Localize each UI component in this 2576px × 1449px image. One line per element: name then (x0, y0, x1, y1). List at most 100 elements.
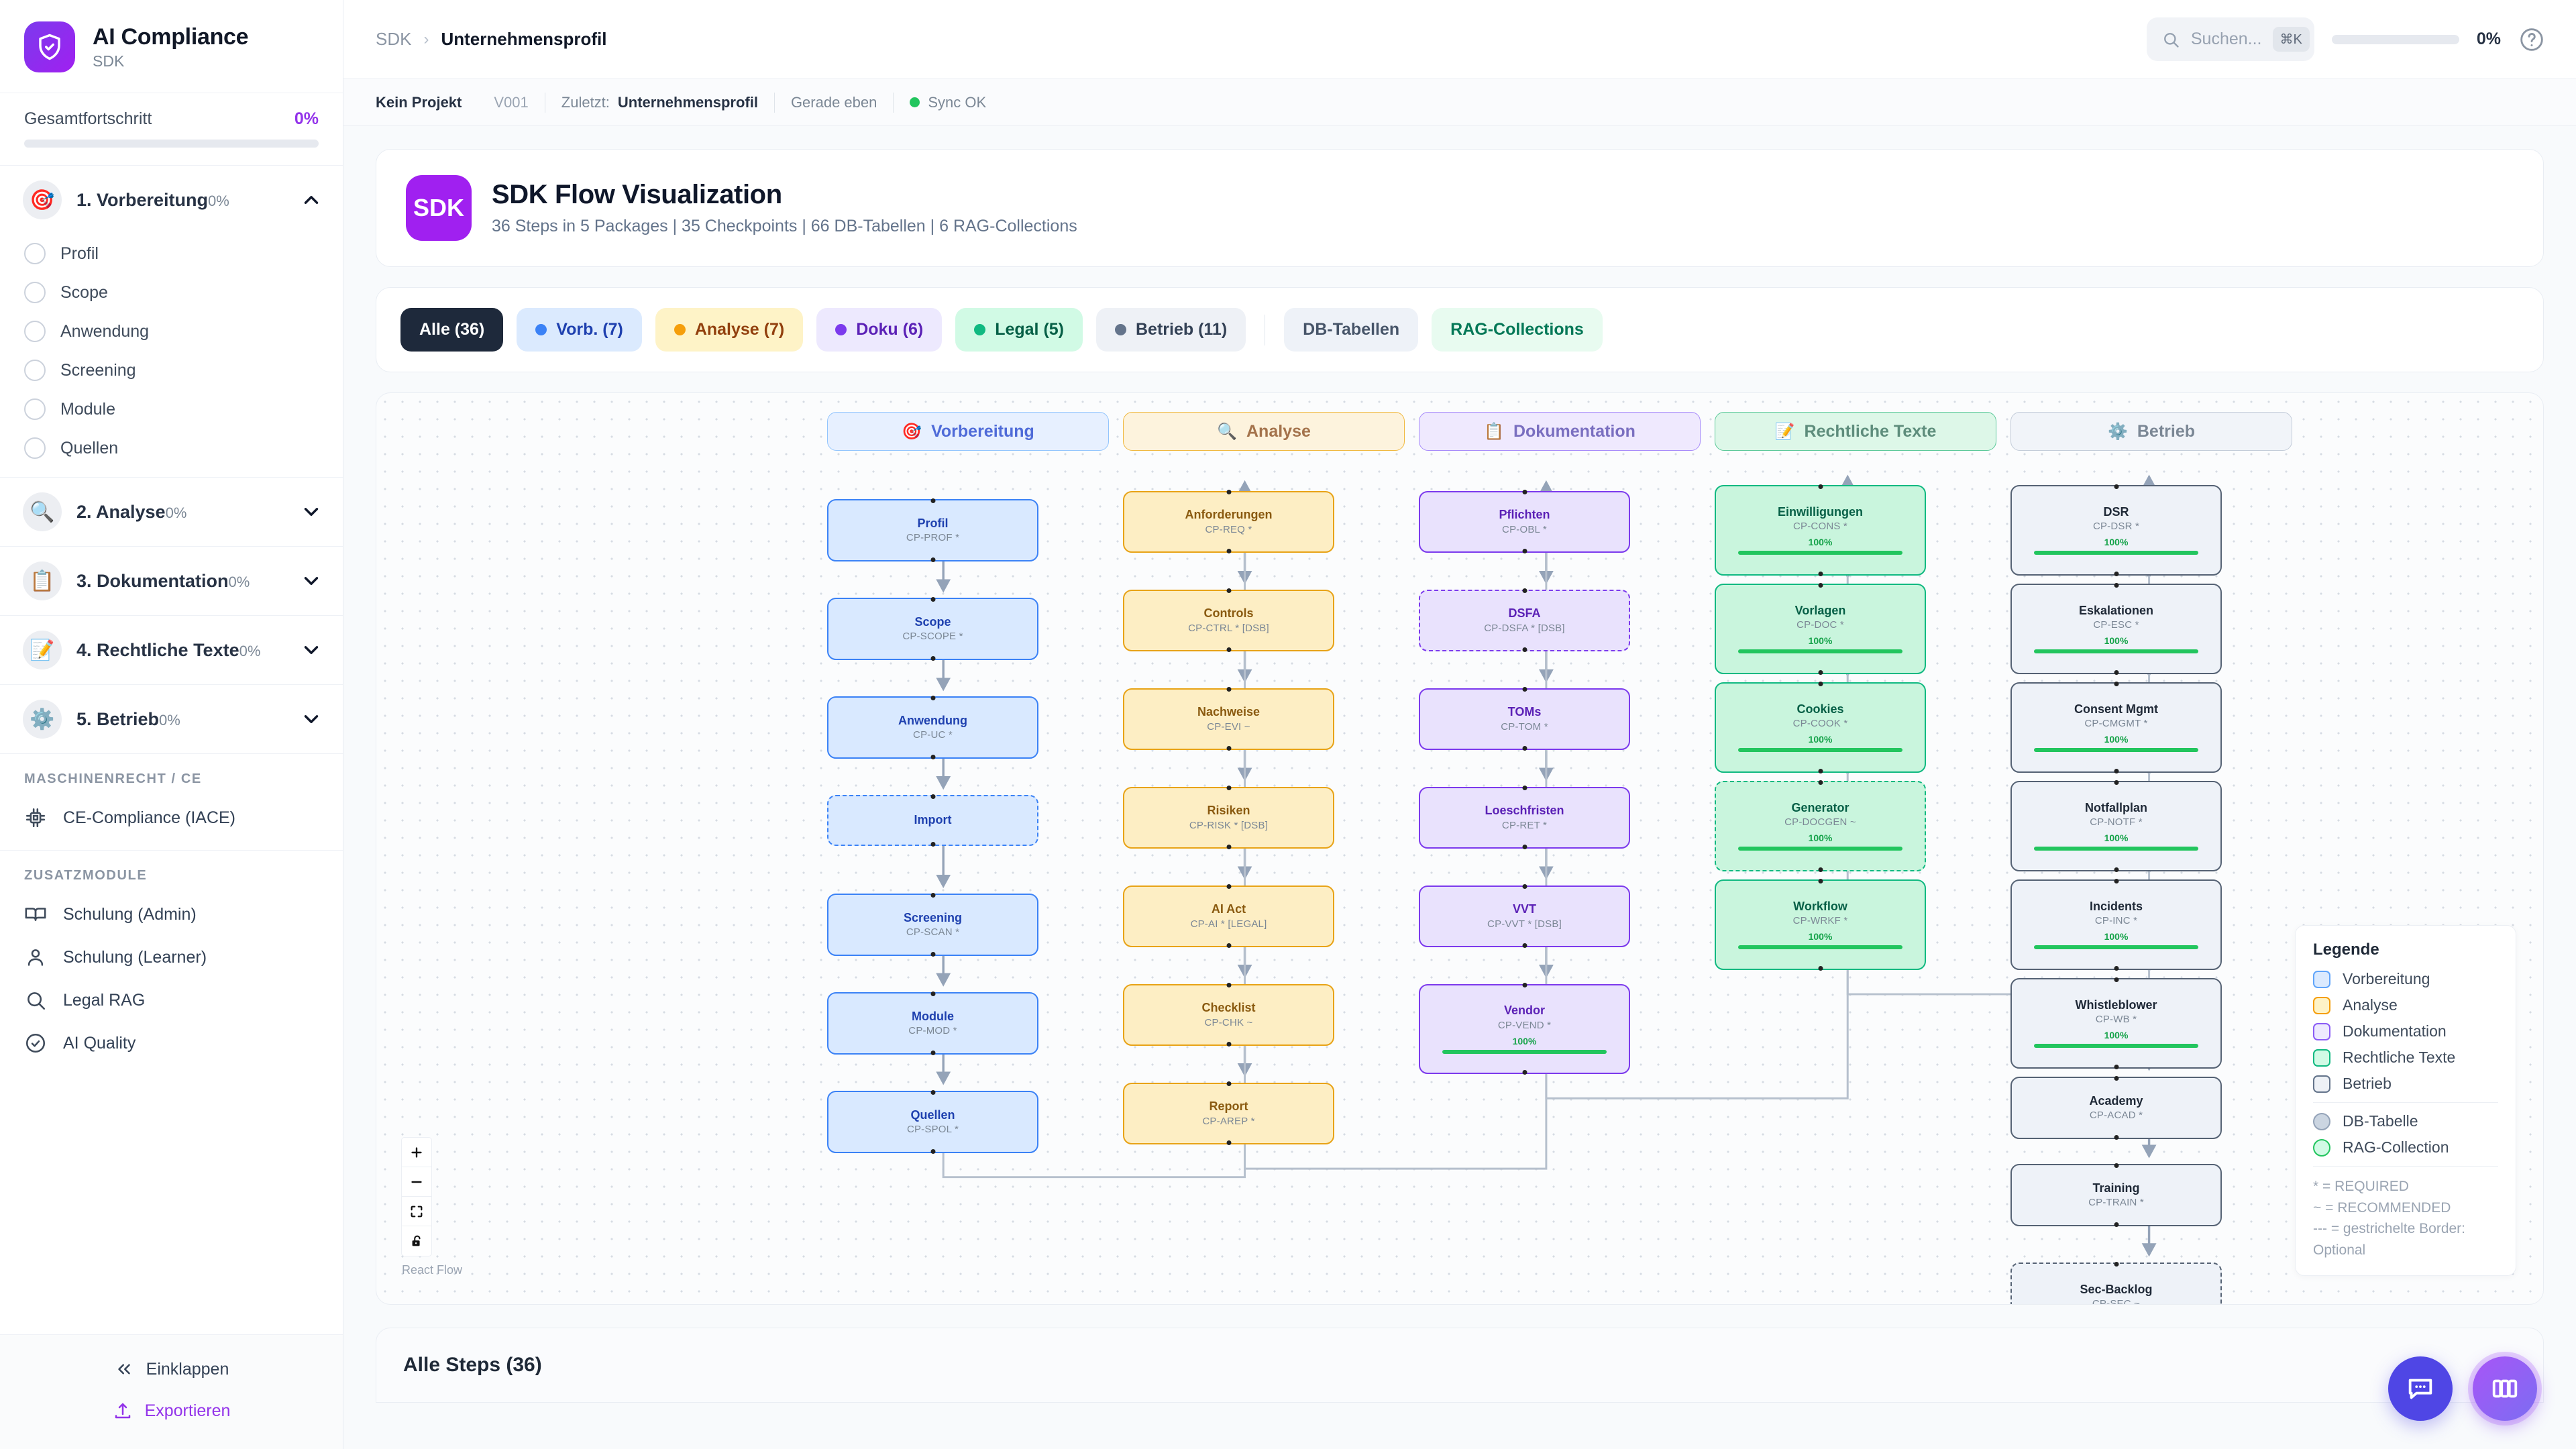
node-code: CP-DOCGEN ~ (1784, 816, 1856, 828)
phase-header[interactable]: ⚙️5. Betrieb0% (0, 685, 343, 753)
filter-chip-right-1[interactable]: RAG-Collections (1432, 308, 1603, 352)
flow-node[interactable]: EskalationenCP-ESC *100% (2010, 584, 2222, 674)
flow-node[interactable]: IncidentsCP-INC *100% (2010, 879, 2222, 969)
node-port-bottom (1522, 549, 1527, 553)
sidebar-item-screening[interactable]: Screening (0, 351, 343, 390)
node-progress-label: 100% (1809, 833, 1833, 843)
export-button[interactable]: Exportieren (0, 1390, 343, 1432)
phase-header[interactable]: 📝4. Rechtliche Texte0% (0, 616, 343, 684)
chat-fab[interactable] (2388, 1356, 2453, 1421)
flow-node[interactable]: ScreeningCP-SCAN * (827, 894, 1038, 955)
flow-node[interactable]: LoeschfristenCP-RET * (1419, 787, 1630, 849)
flow-node[interactable]: AnforderungenCP-REQ * (1123, 491, 1334, 553)
sidebar-item-legal-rag[interactable]: Legal RAG (0, 979, 343, 1022)
search-input[interactable]: Suchen... ⌘K (2147, 17, 2314, 61)
node-port-top (2114, 1163, 2118, 1168)
flow-node[interactable]: ChecklistCP-CHK ~ (1123, 984, 1334, 1046)
phase-emoji-icon: 📝 (23, 631, 62, 669)
flow-node[interactable]: PflichtenCP-OBL * (1419, 491, 1630, 553)
node-title: TOMs (1508, 705, 1542, 719)
node-code: CP-SCOPE * (902, 631, 963, 642)
flow-canvas[interactable]: 🎯Vorbereitung🔍Analyse📋Dokumentation📝Rech… (376, 392, 2544, 1305)
flow-node[interactable]: GeneratorCP-DOCGEN ~100% (1715, 781, 1926, 871)
breadcrumb-root[interactable]: SDK (376, 29, 411, 50)
node-port-bottom (1522, 943, 1527, 948)
legend-label: Analyse (2343, 996, 2398, 1014)
flow-node[interactable]: DSRCP-DSR *100% (2010, 485, 2222, 575)
filter-chip-label: DB-Tabellen (1303, 320, 1399, 339)
phase-emoji-icon: 🔍 (23, 492, 62, 531)
fit-view-button[interactable] (402, 1197, 431, 1226)
node-port-top (1226, 884, 1231, 889)
sidebar-item-schulung-admin[interactable]: Schulung (Admin) (0, 893, 343, 936)
filter-chip-0[interactable]: Alle (36) (400, 308, 503, 352)
panel-fab[interactable] (2473, 1356, 2537, 1421)
filter-chip-3[interactable]: Doku (6) (816, 308, 942, 352)
flow-node[interactable]: Sec-BacklogCP-SEC ~100% (2010, 1263, 2222, 1305)
node-port-bottom (2114, 769, 2118, 773)
sidebar-item-quellen[interactable]: Quellen (0, 429, 343, 468)
sidebar-item-anwendung[interactable]: Anwendung (0, 312, 343, 351)
node-port-bottom (1522, 746, 1527, 751)
flow-node[interactable]: ModuleCP-MOD * (827, 992, 1038, 1054)
flow-node[interactable]: ControlsCP-CTRL * [DSB] (1123, 590, 1334, 651)
filter-bar: Alle (36) Vorb. (7) Analyse (7) Doku (6) Leg… (376, 287, 2544, 372)
flow-node[interactable]: VendorCP-VEND *100% (1419, 984, 1630, 1074)
collapse-sidebar-button[interactable]: Einklappen (0, 1348, 343, 1390)
flow-node[interactable]: QuellenCP-SPOL * (827, 1091, 1038, 1152)
flow-node[interactable]: AcademyCP-ACAD * (2010, 1077, 2222, 1138)
flow-node[interactable]: Consent MgmtCP-CMGMT *100% (2010, 682, 2222, 772)
topbar-progress-value: 0% (2477, 30, 2501, 49)
phase-name: 1. Vorbereitung (76, 190, 208, 210)
filter-chip-5[interactable]: Betrieb (11) (1096, 308, 1246, 352)
react-flow-attribution[interactable]: React Flow (402, 1263, 462, 1277)
node-code: CP-TOM * (1501, 721, 1548, 733)
node-code: CP-AI * [LEGAL] (1191, 918, 1267, 930)
flow-node[interactable]: TrainingCP-TRAIN * (2010, 1164, 2222, 1226)
zoom-out-button[interactable] (402, 1167, 431, 1197)
flow-node[interactable]: Import (827, 795, 1038, 846)
brand-header[interactable]: AI Compliance SDK (0, 0, 343, 93)
sidebar-item-ce-compliance[interactable]: CE-Compliance (IACE) (0, 796, 343, 839)
filter-chip-4[interactable]: Legal (5) (955, 308, 1083, 352)
lane-emoji-icon: ⚙️ (2108, 422, 2128, 441)
filter-chip-2[interactable]: Analyse (7) (655, 308, 803, 352)
flow-node[interactable]: CookiesCP-COOK *100% (1715, 682, 1926, 772)
sidebar-item-ai-quality[interactable]: AI Quality (0, 1022, 343, 1065)
flow-node[interactable]: AI ActCP-AI * [LEGAL] (1123, 885, 1334, 947)
help-circle-icon[interactable] (2518, 26, 2545, 53)
flow-node[interactable]: VorlagenCP-DOC *100% (1715, 584, 1926, 674)
flow-node[interactable]: NachweiseCP-EVI ~ (1123, 688, 1334, 750)
node-port-top (1522, 588, 1527, 593)
flow-node[interactable]: TOMsCP-TOM * (1419, 688, 1630, 750)
sidebar-phase-1: 🎯1. Vorbereitung0%ProfilScopeAnwendungSc… (0, 166, 343, 478)
flow-node[interactable]: ReportCP-AREP * (1123, 1083, 1334, 1144)
flow-node[interactable]: WhistleblowerCP-WB *100% (2010, 978, 2222, 1068)
legend-swatch (2313, 1075, 2330, 1093)
flow-node[interactable]: VVTCP-VVT * [DSB] (1419, 885, 1630, 947)
sidebar-item-scope[interactable]: Scope (0, 273, 343, 312)
zoom-in-button[interactable] (402, 1138, 431, 1167)
flow-node[interactable]: RisikenCP-RISK * [DSB] (1123, 787, 1334, 849)
node-title: Report (1210, 1099, 1248, 1114)
lock-button[interactable] (402, 1226, 431, 1256)
sidebar-item-schulung-learner[interactable]: Schulung (Learner) (0, 936, 343, 979)
filter-chip-right-0[interactable]: DB-Tabellen (1284, 308, 1418, 352)
flow-node[interactable]: NotfallplanCP-NOTF *100% (2010, 781, 2222, 871)
flow-node[interactable]: AnwendungCP-UC * (827, 696, 1038, 758)
phase-header[interactable]: 🔍2. Analyse0% (0, 478, 343, 546)
floating-action-buttons (2388, 1356, 2537, 1421)
flow-node[interactable]: WorkflowCP-WRKF *100% (1715, 879, 1926, 969)
chip-dot-icon (835, 324, 847, 335)
node-code: CP-DSR * (2093, 521, 2139, 532)
flow-node[interactable]: DSFACP-DSFA * [DSB] (1419, 590, 1630, 651)
filter-chip-1[interactable]: Vorb. (7) (517, 308, 642, 352)
phase-header[interactable]: 🎯1. Vorbereitung0% (0, 166, 343, 234)
phase-header[interactable]: 📋3. Dokumentation0% (0, 547, 343, 615)
sidebar-item-module[interactable]: Module (0, 390, 343, 429)
flow-node[interactable]: ProfilCP-PROF * (827, 499, 1038, 561)
flow-node[interactable]: ScopeCP-SCOPE * (827, 598, 1038, 659)
sidebar-item-profil[interactable]: Profil (0, 234, 343, 273)
user-icon (24, 946, 47, 969)
flow-node[interactable]: EinwilligungenCP-CONS *100% (1715, 485, 1926, 575)
